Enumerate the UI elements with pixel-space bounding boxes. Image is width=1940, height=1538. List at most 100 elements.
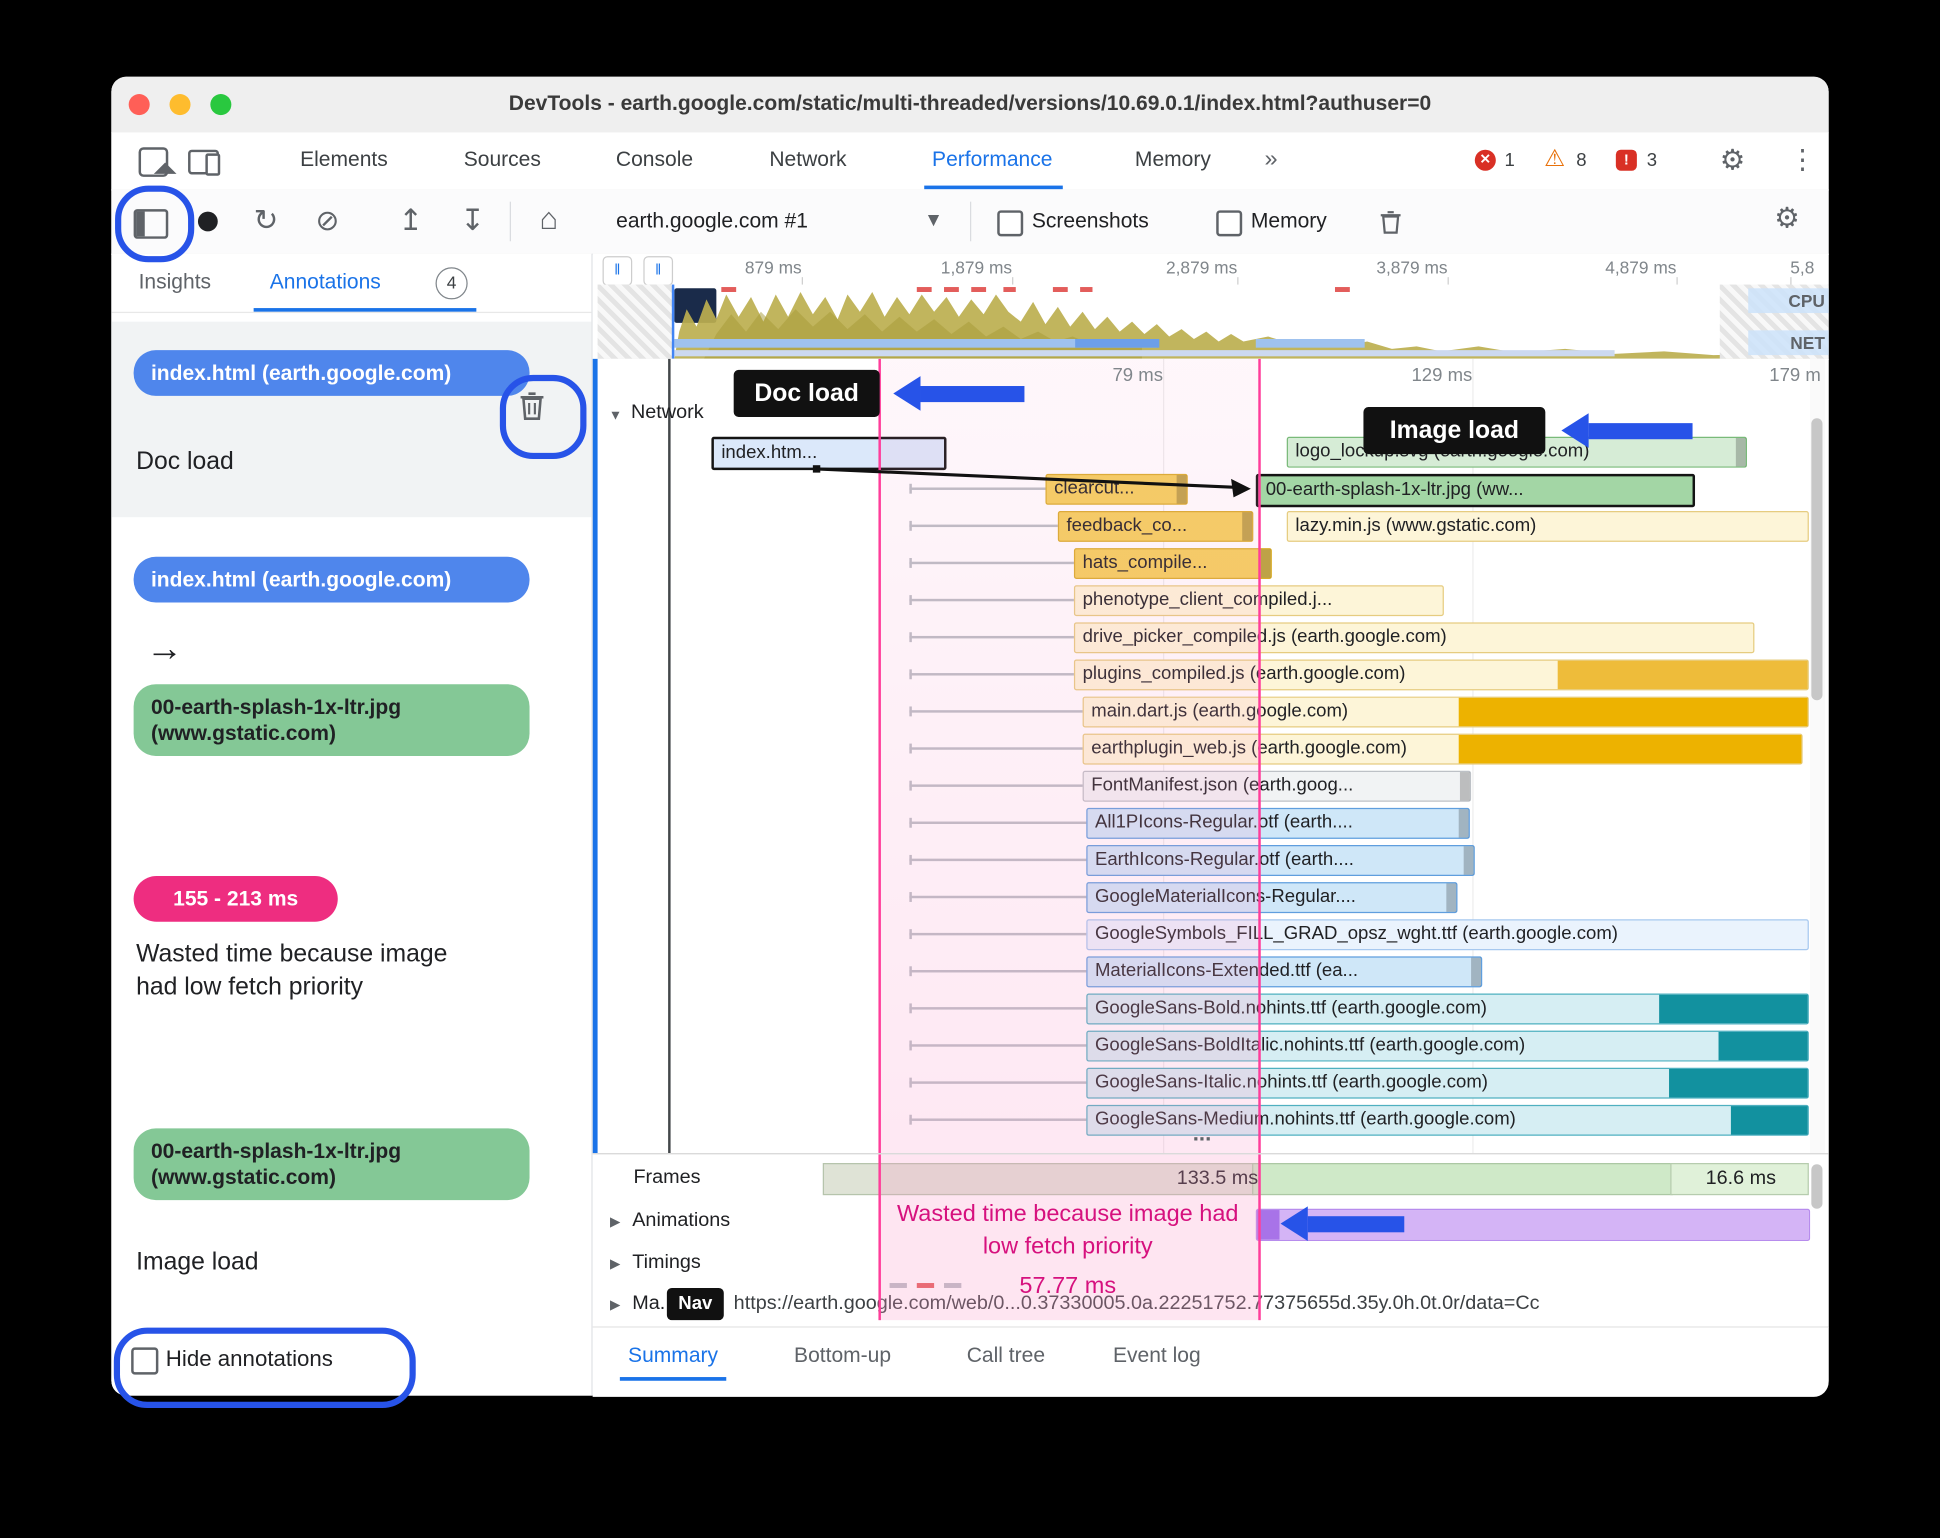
annotation-range-pill[interactable]: 155 - 213 ms (133, 875, 338, 922)
annotation-pill[interactable]: 00-earth-splash-1x-ltr.jpg (www.gstatic.… (133, 684, 530, 756)
error-icon[interactable]: ✕ (1474, 149, 1496, 171)
capture-settings-gear-icon[interactable]: ⚙ (1774, 201, 1800, 234)
bottom-tab-summary[interactable]: Summary (619, 1344, 727, 1381)
timings-track-label[interactable]: Timings (632, 1252, 701, 1274)
network-request-bar[interactable]: hats_compile... (1073, 548, 1272, 580)
network-track-label[interactable]: Network (630, 402, 704, 424)
hide-annotations-label[interactable]: Hide annotations (165, 1346, 333, 1371)
network-request-bar[interactable]: All1PIcons-Regular.otf (earth.... (1086, 807, 1470, 839)
error-count: 1 (1504, 149, 1515, 171)
network-request-bar[interactable]: FontManifest.json (earth.goog... (1082, 770, 1472, 802)
reload-and-record-icon[interactable]: ↻ (253, 204, 279, 238)
device-toolbar-icon[interactable] (188, 149, 221, 176)
warning-icon[interactable]: ⚠ (1544, 145, 1566, 172)
memory-checkbox[interactable] (1216, 210, 1243, 237)
annotation-entry-image-load[interactable]: 00-earth-splash-1x-ltr.jpg (www.gstatic.… (111, 1120, 591, 1306)
screenshots-checkbox[interactable] (997, 210, 1024, 237)
main-track-label[interactable]: Ma... (632, 1292, 677, 1314)
close-window-button[interactable] (128, 94, 150, 116)
network-request-bar[interactable]: plugins_compiled.js (earth.google.com) (1073, 659, 1809, 691)
network-request-bar[interactable]: earthplugin_web.js (earth.google.com) (1082, 733, 1803, 765)
bottom-tab-bottom-up[interactable]: Bottom-up (794, 1343, 892, 1368)
network-request-bar[interactable]: phenotype_client_compiled.j... (1073, 585, 1444, 617)
frames-track-label[interactable]: Frames (633, 1166, 701, 1188)
annotation-entry-doc-load[interactable]: index.html (earth.google.com) Doc load (111, 321, 592, 518)
clear-icon[interactable]: ⊘ (315, 204, 340, 237)
network-request-bar[interactable]: GoogleSans-Medium.nohints.ttf (earth.goo… (1086, 1104, 1809, 1136)
annotation-pill[interactable]: index.html (earth.google.com) (133, 556, 530, 603)
annotation-entry-wasted-time[interactable]: 155 - 213 ms Wasted time because image h… (111, 870, 591, 1093)
delete-annotation-button[interactable] (515, 387, 550, 430)
frames-bar-segment[interactable] (822, 1163, 1255, 1196)
tab-performance[interactable]: Performance (932, 147, 1053, 171)
expand-timings-icon[interactable]: ▶ (609, 1257, 621, 1272)
bottom-tab-event-log[interactable]: Event log (1112, 1343, 1201, 1368)
tab-console[interactable]: Console (615, 147, 694, 171)
tab-network[interactable]: Network (769, 147, 847, 171)
network-request-bar[interactable]: EarthIcons-Regular.otf (earth.... (1086, 845, 1475, 876)
network-request-bar[interactable]: lazy.min.js (www.gstatic.com) (1286, 510, 1809, 542)
bottom-tracks-pane[interactable]: Frames 133.5 ms 16.6 ms ▶ Animations ▶ T… (592, 1153, 1829, 1328)
bottom-tab-call-tree[interactable]: Call tree (966, 1343, 1046, 1368)
record-icon[interactable] (197, 211, 218, 232)
save-profile-icon[interactable]: ↧ (460, 204, 486, 238)
request-phase-segment (1730, 1106, 1808, 1135)
expand-main-icon[interactable]: ▶ (609, 1297, 621, 1313)
memory-checkbox-label[interactable]: Memory (1250, 209, 1327, 233)
network-request-bar[interactable]: index.htm... (711, 436, 947, 471)
network-request-bar[interactable]: 00-earth-splash-1x-ltr.jpg (ww... (1255, 473, 1696, 508)
network-request-bar[interactable]: GoogleSans-Bold.nohints.ttf (earth.googl… (1086, 993, 1809, 1025)
network-request-bar[interactable]: clearcut... (1045, 473, 1188, 505)
nav-marker-badge[interactable]: Nav (666, 1287, 724, 1321)
network-request-bar[interactable]: MaterialIcons-Extended.ttf (ea... (1086, 956, 1483, 988)
doc-load-annotation-badge[interactable]: Doc load (733, 369, 880, 417)
minimize-window-button[interactable] (169, 94, 191, 116)
pause-icon[interactable]: ‖ (643, 256, 674, 286)
tab-elements[interactable]: Elements (300, 147, 388, 171)
network-request-bar[interactable]: feedback_co... (1057, 510, 1254, 542)
tab-insights[interactable]: Insights (138, 269, 212, 294)
scrollbar-thumb[interactable] (1811, 418, 1823, 701)
tab-sources[interactable]: Sources (463, 147, 541, 171)
annotation-entry-link[interactable]: index.html (earth.google.com) → 00-earth… (111, 551, 591, 798)
kebab-menu-icon[interactable]: ⋮ (1789, 143, 1817, 175)
more-tabs-icon[interactable]: » (1264, 145, 1278, 172)
network-request-bar[interactable]: GoogleSans-Italic.nohints.ttf (earth.goo… (1086, 1067, 1809, 1099)
navigation-start-line (668, 358, 671, 1154)
network-request-bar[interactable]: GoogleSymbols_FILL_GRAD_opsz_wght.ttf (e… (1086, 919, 1809, 951)
network-request-bar[interactable]: drive_picker_compiled.js (earth.google.c… (1073, 622, 1755, 654)
issues-icon[interactable]: ! (1615, 149, 1637, 171)
animations-track-label[interactable]: Animations (632, 1210, 731, 1232)
request-end-cap (1242, 512, 1253, 541)
home-icon[interactable]: ⌂ (539, 201, 559, 237)
pause-icon[interactable]: ‖ (602, 256, 633, 286)
screenshots-checkbox-label[interactable]: Screenshots (1031, 209, 1149, 233)
image-load-annotation-badge[interactable]: Image load (1363, 407, 1546, 455)
toggle-sidebar-icon[interactable] (133, 209, 169, 239)
overflow-indicator[interactable]: ... (1192, 1120, 1212, 1146)
load-profile-icon[interactable]: ↥ (398, 204, 424, 238)
settings-gear-icon[interactable]: ⚙ (1719, 143, 1746, 176)
annotation-pill[interactable]: index.html (earth.google.com) (133, 350, 530, 396)
scrollbar-thumb[interactable] (1811, 1164, 1823, 1209)
frames-bar-segment[interactable] (1252, 1163, 1673, 1196)
hide-annotations-checkbox[interactable] (131, 1347, 159, 1375)
request-label: MaterialIcons-Extended.ttf (ea... (1094, 960, 1359, 982)
expand-animations-icon[interactable]: ▶ (609, 1214, 621, 1230)
annotation-pill[interactable]: 00-earth-splash-1x-ltr.jpg (www.gstatic.… (133, 1128, 530, 1201)
inspect-element-icon[interactable] (138, 147, 169, 177)
tab-memory[interactable]: Memory (1134, 147, 1211, 171)
history-select[interactable]: earth.google.com #1 (616, 209, 808, 233)
tab-annotations[interactable]: Annotations (269, 269, 381, 294)
chevron-down-icon[interactable]: ▾ (927, 206, 940, 232)
arrow-right-icon: → (145, 628, 184, 670)
collect-garbage-icon[interactable] (1376, 207, 1406, 243)
collapse-network-icon[interactable]: ▼ (608, 408, 623, 424)
network-request-bar[interactable]: main.dart.js (earth.google.com) (1082, 696, 1809, 728)
zoom-window-button[interactable] (210, 94, 232, 116)
network-request-bar[interactable]: GoogleMaterialIcons-Regular.... (1086, 882, 1458, 914)
frames-bar-segment[interactable] (1670, 1163, 1809, 1196)
network-waterfall-pane[interactable]: ▼ Network index.htm...logo_lockup.svg (e… (592, 358, 1829, 1154)
network-request-bar[interactable]: GoogleSans-BoldItalic.nohints.ttf (earth… (1086, 1030, 1809, 1062)
